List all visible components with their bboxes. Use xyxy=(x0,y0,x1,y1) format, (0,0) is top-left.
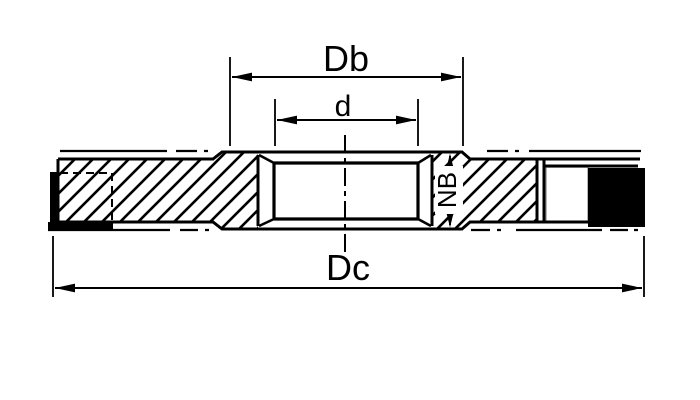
hatch-region-left xyxy=(58,152,258,229)
label-db: Db xyxy=(323,38,369,79)
rim-insert-white xyxy=(545,166,589,223)
extension-lines-dc xyxy=(52,236,645,297)
extension-lines-d xyxy=(274,99,419,146)
black-fill-left-bar xyxy=(50,172,58,228)
label-dc: Dc xyxy=(326,247,370,288)
label-d: d xyxy=(335,90,352,123)
black-fill-left-strip xyxy=(48,222,113,230)
arrowhead-dc-right xyxy=(622,283,642,293)
part-section xyxy=(48,135,645,253)
bore-chamfer-lines xyxy=(258,153,432,228)
dimension-d: d xyxy=(274,90,419,146)
arrowhead-d-left xyxy=(277,115,297,125)
dimension-nb: NB xyxy=(432,153,463,228)
hidden-line-groove xyxy=(60,172,113,220)
arrowhead-db-left xyxy=(232,72,252,82)
arrowhead-d-right xyxy=(396,115,416,125)
arrowhead-dc-left xyxy=(55,283,75,293)
dimension-dc: Dc xyxy=(52,236,645,297)
part-outline xyxy=(56,150,640,231)
black-fill-right-block xyxy=(588,168,645,227)
label-nb: NB xyxy=(432,172,462,208)
dimension-db: Db xyxy=(229,38,464,146)
arrowhead-db-right xyxy=(441,72,461,82)
label-nb-halo xyxy=(435,166,463,214)
extension-lines-db xyxy=(229,57,464,146)
bore-outer-edges xyxy=(256,155,434,226)
